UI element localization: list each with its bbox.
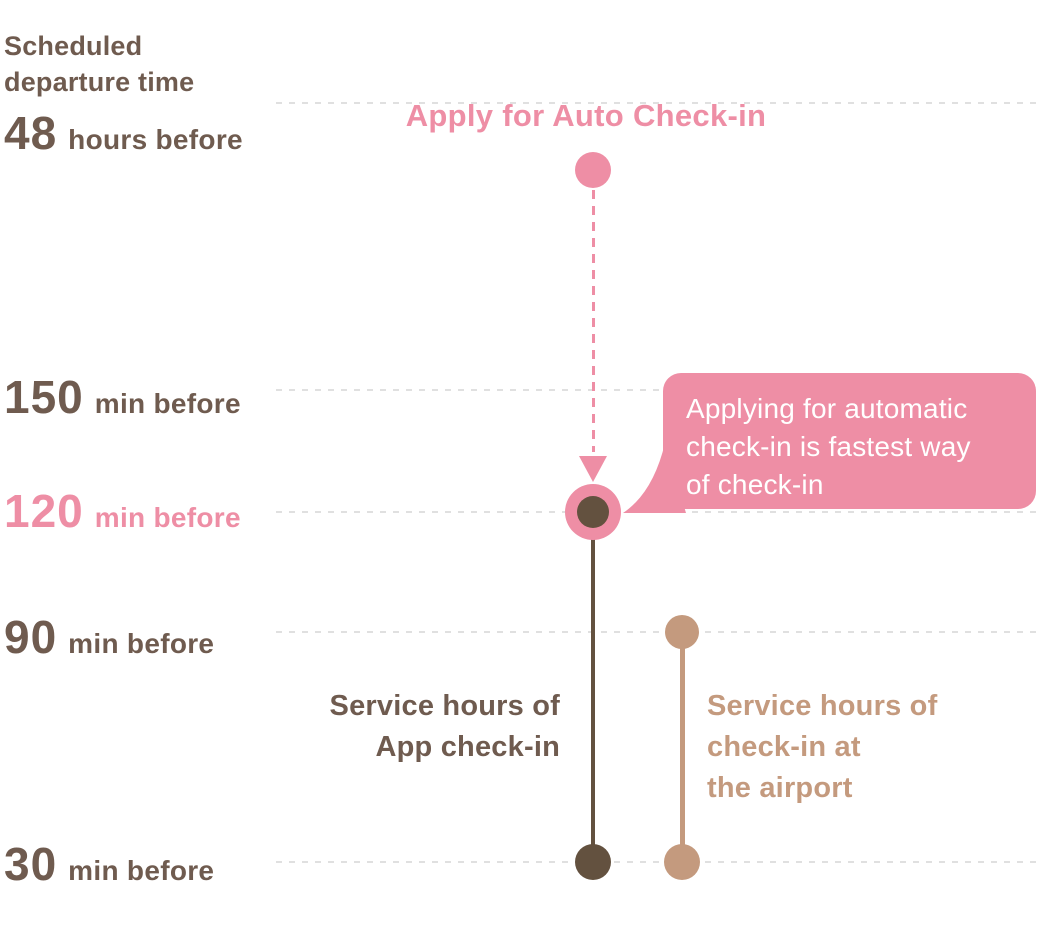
checkin-open-marker-inner [577,496,609,528]
gridline-48h [276,102,1038,104]
time-label-150min: 150 min before [4,374,241,420]
gridline-150min [276,389,1038,391]
axis-title: Scheduled departure time [4,31,195,97]
airport-checkin-start-dot [665,615,699,649]
airport-checkin-service-line [680,647,685,864]
time-value: 120 [4,485,84,537]
app-checkin-service-line [591,537,595,864]
arrow-down-icon [579,456,607,482]
time-value: 90 [4,611,58,663]
auto-checkin-dashed-line [592,190,595,452]
auto-checkin-start-dot [575,152,611,188]
time-label-90min: 90 min before [4,614,214,660]
time-unit: min before [68,855,215,886]
app-checkin-end-dot [575,844,611,880]
time-unit: min before [94,502,241,533]
time-label-48h: 48 hours before [4,110,243,156]
time-label-30min: 30 min before [4,841,214,887]
airport-checkin-label: Service hours of check-in at the airport [707,690,938,804]
time-value: 48 [4,107,58,159]
gridline-90min [276,631,1038,633]
time-unit: hours before [68,124,243,155]
speech-bubble: Applying for automatic check-in is faste… [663,373,1036,509]
auto-checkin-heading: Apply for Auto Check-in [405,98,767,133]
time-value: 150 [4,371,84,423]
gridline-30min [276,861,1038,863]
app-checkin-label: Service hours of App check-in [329,690,560,763]
checkin-open-marker [565,484,621,540]
time-unit: min before [94,388,241,419]
speech-bubble-text: Applying for automatic check-in is faste… [686,393,971,500]
time-label-120min: 120 min before [4,488,241,534]
time-value: 30 [4,838,58,890]
time-unit: min before [68,628,215,659]
airport-checkin-end-dot [664,844,700,880]
